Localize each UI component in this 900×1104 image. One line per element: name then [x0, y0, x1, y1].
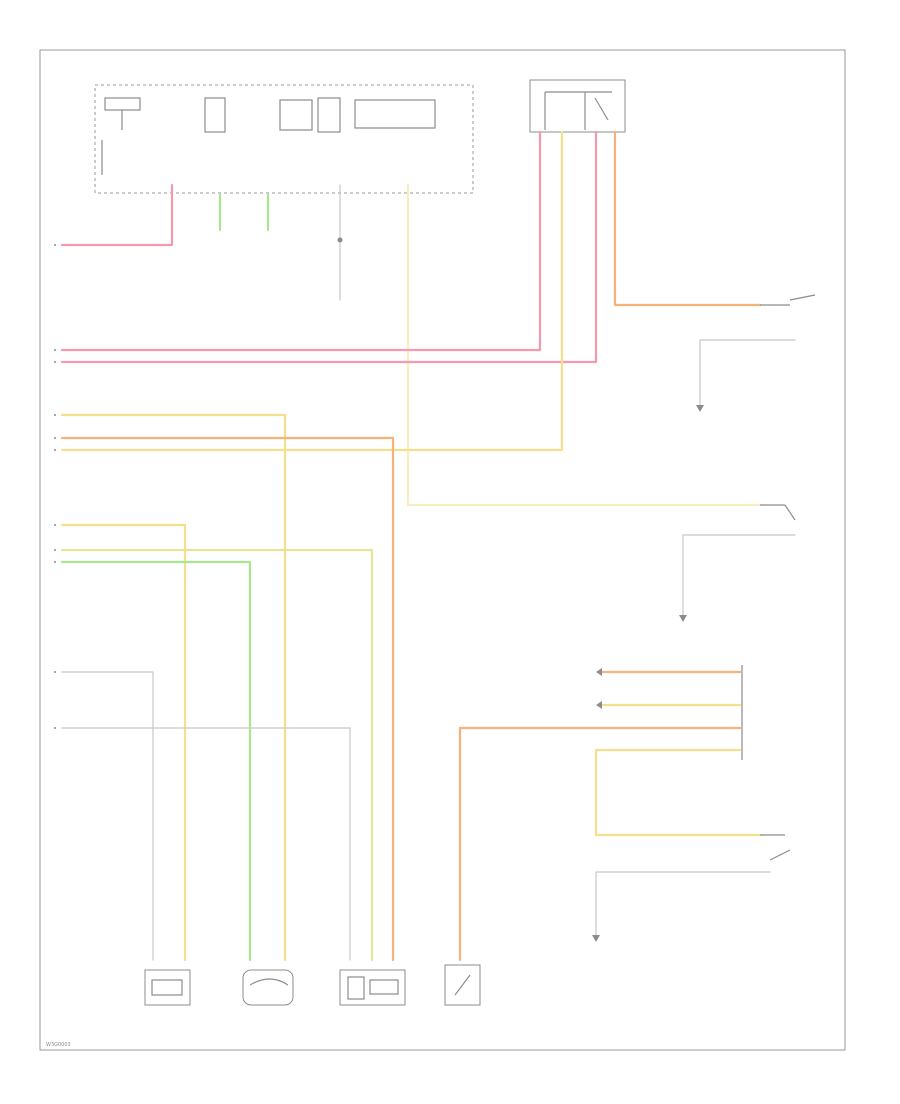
wire-yellow-green	[60, 548, 374, 962]
splice-dot	[337, 237, 343, 243]
switch-module-contacts	[544, 91, 612, 130]
component-3	[339, 969, 406, 1006]
wire-yellow-horizontal	[60, 130, 564, 452]
wire-yellow-long	[60, 413, 287, 962]
figure-id: W3G0003	[46, 1042, 71, 1048]
wire-pink-top	[60, 183, 174, 247]
wire-yellow-left	[60, 523, 187, 962]
wire-yellow-loop	[594, 748, 762, 837]
wire-orange-right	[613, 130, 762, 307]
right-switch-1	[696, 294, 816, 412]
component-1	[144, 969, 191, 1006]
wire-orange-long	[60, 436, 395, 962]
wire-pink-2	[60, 130, 598, 364]
wire-pink-1	[60, 130, 542, 352]
component-2	[242, 969, 294, 1006]
wire-gray-1	[61, 671, 154, 961]
module-dashed-box	[94, 84, 474, 194]
wire-gray-2	[61, 727, 351, 961]
wire-pale-yellow-long	[406, 183, 762, 507]
left-edge-markers	[54, 244, 56, 729]
right-switch-3	[592, 834, 791, 942]
module-internal-blocks	[101, 97, 436, 175]
switch-module-box	[529, 79, 626, 133]
right-connector-block	[596, 665, 743, 760]
diagram-frame	[39, 49, 846, 1051]
right-switch-2	[679, 504, 796, 622]
wire-orange-sensor	[458, 726, 742, 962]
component-4	[444, 964, 481, 1006]
wire-green-long	[60, 560, 252, 962]
